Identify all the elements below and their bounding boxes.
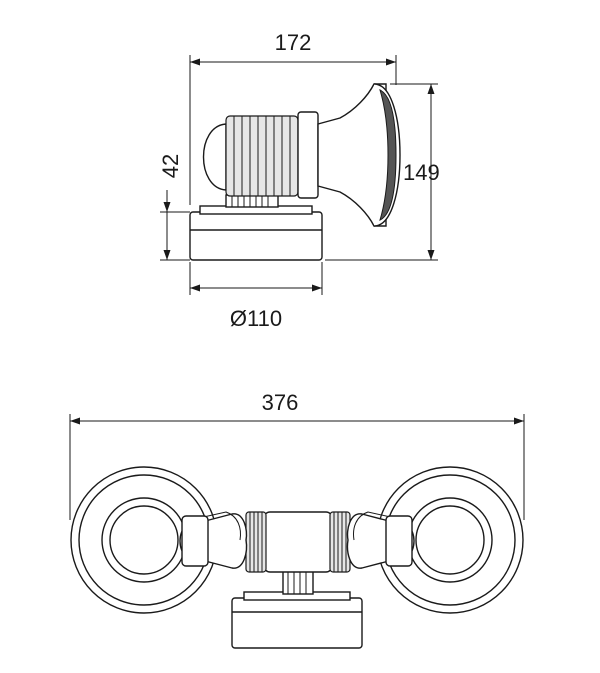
left-knurl — [245, 511, 267, 573]
side-lens-rim — [373, 83, 401, 227]
top-view: 376 — [69, 390, 525, 649]
side-dome-cap — [202, 123, 227, 191]
dimension-base-height: 42 — [158, 154, 190, 261]
left-lamp-head — [70, 466, 218, 614]
center-column — [263, 511, 333, 595]
side-base — [189, 205, 323, 261]
right-knurl — [329, 511, 351, 573]
dimension-label-42: 42 — [158, 154, 183, 178]
top-base — [231, 591, 363, 649]
right-lamp-head — [376, 466, 524, 614]
dimension-label-376: 376 — [262, 390, 299, 415]
dimension-label-diameter: Ø110 — [230, 306, 282, 331]
side-reflector — [317, 83, 387, 227]
dimension-overall-width: 376 — [69, 390, 525, 520]
left-arm — [179, 511, 248, 569]
side-view: 172 149 42 Ø110 — [158, 30, 440, 331]
dimension-label-149: 149 — [403, 160, 440, 185]
dimension-label-172: 172 — [275, 30, 312, 55]
dimension-total-height: 149 — [325, 83, 440, 261]
right-arm — [346, 511, 415, 569]
side-ribbed-housing — [225, 115, 299, 197]
dimension-top-width: 172 — [189, 30, 397, 205]
dimension-base-diameter: Ø110 — [189, 262, 323, 331]
side-collar — [297, 111, 319, 199]
side-neck — [225, 194, 279, 208]
